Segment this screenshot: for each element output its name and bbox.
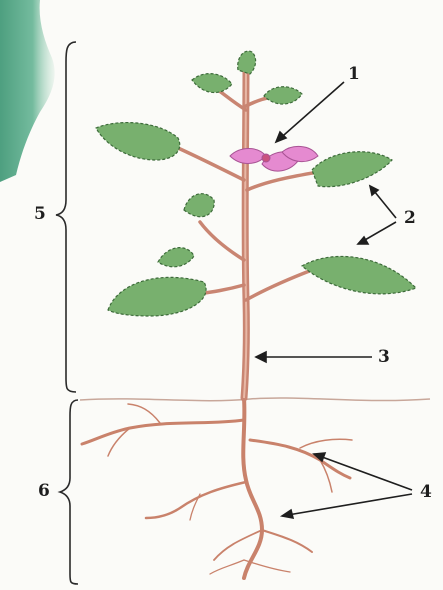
soil-line (80, 398, 430, 401)
roots (82, 398, 352, 578)
label-shoot-system: 5 (34, 206, 46, 223)
label-stem: 3 (378, 349, 390, 366)
leader-arrows (256, 82, 412, 518)
label-leaves: 2 (404, 210, 416, 227)
leaves (96, 51, 416, 316)
watercolor-wash (0, 0, 55, 182)
shoot-bracket (56, 42, 76, 392)
label-flower: 1 (348, 66, 360, 83)
label-root-system: 6 (38, 483, 50, 500)
label-roots: 4 (420, 484, 432, 501)
root-bracket (60, 400, 78, 584)
